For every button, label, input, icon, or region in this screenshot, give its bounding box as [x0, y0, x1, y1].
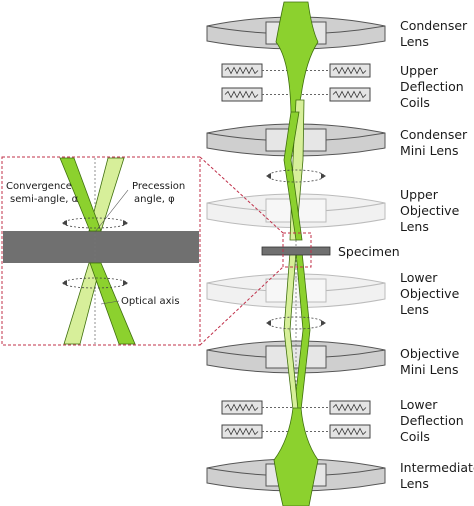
label-intermediate-1: Intermediate — [400, 460, 474, 475]
label-upper-deflection-2: Deflection — [400, 79, 464, 94]
label-upper-objective-3: Lens — [400, 219, 429, 234]
inset-zoom: Convergence semi-angle, α Precession ang… — [1, 156, 201, 346]
label-upper-deflection-3: Coils — [400, 95, 430, 110]
label-objective-mini-2: Mini Lens — [400, 362, 459, 377]
lower-objective-lens — [206, 273, 386, 308]
label-objective-mini-1: Objective — [400, 346, 460, 361]
label-condenser-lens-2: Lens — [400, 34, 429, 49]
label-intermediate-2: Lens — [400, 476, 429, 491]
label-lower-deflection-1: Lower — [400, 397, 438, 412]
label-lower-deflection-3: Coils — [400, 429, 430, 444]
label-condenser-mini-1: Condenser — [400, 127, 468, 142]
inset-specimen — [3, 231, 199, 263]
label-lower-objective-2: Objective — [400, 286, 460, 301]
component-labels: Condenser Lens Upper Deflection Coils Co… — [338, 18, 474, 491]
label-lower-objective-1: Lower — [400, 270, 438, 285]
specimen-plate — [261, 246, 331, 256]
rotation-arrowheads — [266, 173, 326, 326]
precession-label-1: Precession — [132, 181, 185, 192]
convergence-label-2: semi-angle, α — [10, 194, 79, 205]
zoom-connector-bottom — [199, 266, 284, 346]
zoom-region — [282, 232, 312, 268]
label-specimen: Specimen — [338, 244, 400, 259]
precession-label-2: angle, φ — [134, 194, 175, 205]
label-condenser-mini-2: Mini Lens — [400, 143, 459, 158]
label-lower-deflection-2: Deflection — [400, 413, 464, 428]
label-upper-deflection-1: Upper — [400, 63, 439, 78]
label-lower-objective-3: Lens — [400, 302, 429, 317]
zoom-connector-top — [199, 156, 284, 234]
optical-axis-label: Optical axis — [121, 296, 180, 307]
label-upper-objective-2: Objective — [400, 203, 460, 218]
convergence-label-1: Convergence — [6, 181, 72, 192]
deflection-coils — [221, 63, 371, 439]
label-condenser-lens-1: Condenser — [400, 18, 468, 33]
lower-deflection-coils — [221, 400, 371, 439]
label-upper-objective-1: Upper — [400, 187, 439, 202]
